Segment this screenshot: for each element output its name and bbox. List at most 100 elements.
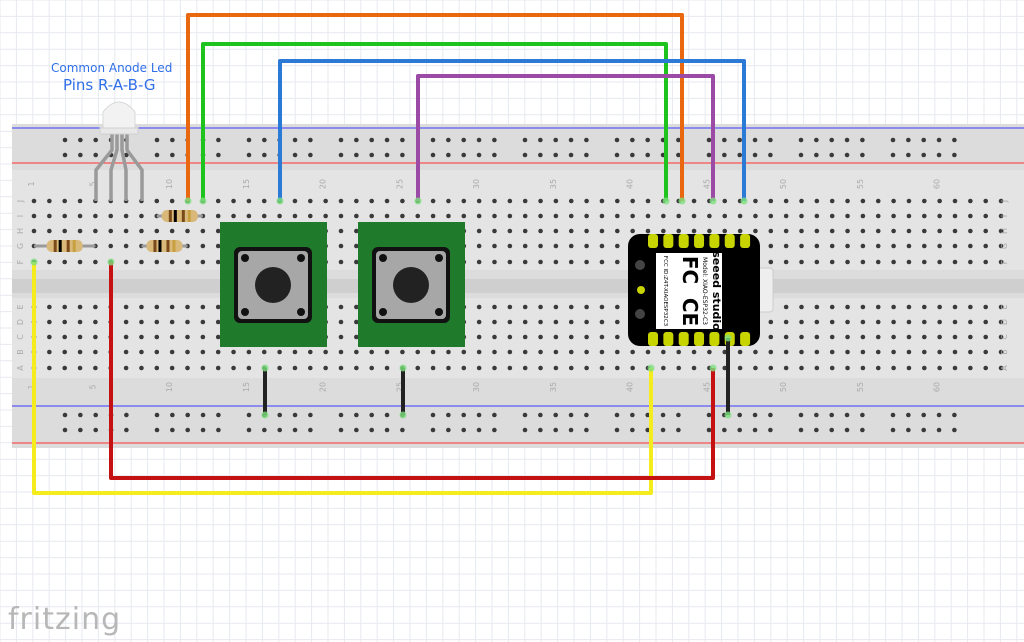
breadboard-hole	[829, 334, 835, 340]
breadboard-hole	[983, 228, 988, 234]
breadboard-hole	[139, 304, 144, 310]
breadboard-hole	[983, 365, 988, 371]
breadboard-hole	[615, 198, 620, 204]
rail-hole	[277, 412, 283, 418]
rail-hole	[246, 152, 252, 158]
breadboard-hole	[139, 365, 144, 371]
row-label: F	[1000, 259, 1009, 264]
breadboard-hole	[200, 228, 206, 234]
breadboard-hole	[461, 213, 467, 219]
breadboard-hole	[77, 334, 83, 340]
rail-hole	[921, 137, 926, 143]
breadboard-hole	[584, 349, 589, 355]
breadboard-hole	[615, 213, 620, 219]
breadboard-hole	[185, 259, 190, 265]
breadboard-hole	[185, 304, 190, 310]
breadboard-hole	[676, 365, 681, 371]
breadboard-hole	[814, 198, 820, 204]
rail-hole	[354, 412, 359, 418]
breadboard-hole	[369, 198, 375, 204]
rail-hole	[952, 412, 957, 418]
breadboard-hole	[123, 334, 129, 340]
breadboard-hole	[845, 198, 850, 204]
breadboard-hole	[384, 213, 390, 219]
breadboard-hole	[62, 365, 67, 371]
wire-endpoint	[261, 411, 269, 419]
breadboard-hole	[860, 365, 866, 371]
column-label: 20	[319, 382, 328, 392]
rail-hole	[614, 137, 620, 143]
rail-hole	[936, 137, 942, 143]
row-label: I	[16, 215, 25, 217]
breadboard-hole	[354, 365, 359, 371]
rail-hole	[476, 427, 482, 433]
breadboard-hole	[246, 213, 252, 219]
breadboard-hole	[93, 213, 98, 219]
breadboard-hole	[998, 334, 1004, 340]
rail-hole	[814, 152, 819, 158]
led-leg	[94, 132, 114, 201]
breadboard-hole	[568, 243, 574, 249]
breadboard-hole	[384, 198, 390, 204]
breadboard-hole	[492, 228, 497, 234]
breadboard-hole	[998, 319, 1004, 325]
breadboard-hole	[568, 334, 574, 340]
breadboard-hole	[783, 213, 789, 219]
rail-hole	[614, 427, 620, 433]
column-label: 10	[165, 179, 174, 189]
breadboard-hole	[492, 319, 497, 325]
breadboard-hole	[799, 243, 804, 249]
breadboard-hole	[922, 334, 927, 340]
rail-hole	[308, 137, 313, 143]
breadboard-hole	[553, 243, 559, 249]
breadboard-hole	[906, 213, 912, 219]
breadboard-hole	[476, 213, 482, 219]
rail-hole	[737, 427, 742, 433]
breadboard-hole	[123, 243, 129, 249]
rail-hole	[124, 152, 129, 158]
breadboard-hole	[292, 213, 298, 219]
rail-hole	[369, 427, 375, 433]
breadboard-hole	[753, 213, 758, 219]
breadboard-hole	[400, 198, 405, 204]
breadboard-hole	[507, 365, 513, 371]
breadboard-hole	[47, 213, 52, 219]
breadboard-hole	[952, 213, 958, 219]
resistor-band	[153, 240, 157, 252]
breadboard-hole	[599, 334, 605, 340]
breadboard-hole	[185, 334, 190, 340]
breadboard-hole	[875, 213, 881, 219]
breadboard-hole	[538, 365, 543, 371]
rail-hole	[676, 412, 681, 418]
resistor-band	[172, 240, 176, 252]
breadboard-hole	[446, 213, 451, 219]
breadboard-hole	[215, 198, 221, 204]
breadboard-hole	[308, 365, 313, 371]
breadboard-hole	[261, 198, 267, 204]
breadboard-hole	[369, 213, 375, 219]
rail-hole	[645, 427, 650, 433]
breadboard-hole	[123, 213, 129, 219]
breadboard-hole	[845, 319, 850, 325]
breadboard-hole	[200, 349, 206, 355]
push-button	[220, 222, 327, 347]
breadboard-hole	[998, 198, 1004, 204]
breadboard-hole	[998, 213, 1004, 219]
resistor-band	[66, 240, 70, 252]
push-button	[358, 222, 465, 347]
breadboard-hole	[522, 349, 528, 355]
column-label: 20	[319, 179, 328, 189]
breadboard-hole	[952, 365, 958, 371]
breadboard-hole	[507, 334, 513, 340]
breadboard-hole	[538, 259, 543, 265]
breadboard-hole	[937, 213, 942, 219]
breadboard-hole	[891, 213, 896, 219]
breadboard-hole	[829, 198, 835, 204]
breadboard-hole	[891, 259, 896, 265]
breadboard-hole	[737, 213, 743, 219]
breadboard-hole	[599, 259, 605, 265]
breadboard-hole	[952, 228, 958, 234]
breadboard-hole	[983, 304, 988, 310]
breadboard-hole	[875, 228, 881, 234]
breadboard-hole	[922, 243, 927, 249]
